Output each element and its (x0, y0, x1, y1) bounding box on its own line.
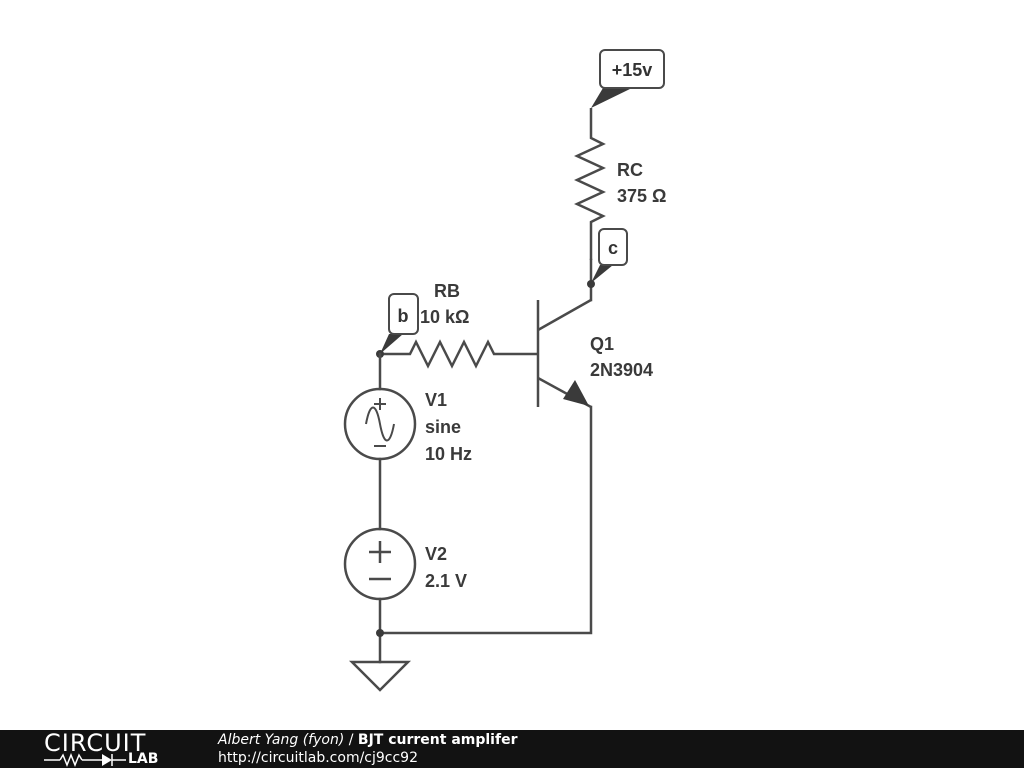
footer-separator: / (344, 732, 358, 748)
node-c-label: c (608, 238, 618, 258)
schematic-canvas: +15v RC 375 Ω c Q1 2N3904 RB 10 kΩ b (343, 49, 666, 692)
source-v1: V1 sine 10 Hz (343, 387, 472, 464)
ground-icon (348, 660, 412, 692)
circuit-url-link[interactable]: http://circuitlab.com/cj9cc92 (218, 750, 418, 766)
v2-value: 2.1 V (425, 571, 467, 591)
logo-resistor-diode-icon (44, 753, 126, 767)
rb-value: 10 kΩ (420, 307, 469, 327)
footer-bar: CIRCUIT LAB Albert Yang (fyon) / BJT cur… (0, 730, 1024, 768)
logo-circuit: CIRCUIT (44, 729, 147, 757)
resistor-rb: RB 10 kΩ (380, 281, 538, 369)
rc-name: RC (617, 160, 643, 180)
author-link[interactable]: Albert Yang (fyon) (218, 732, 345, 748)
junction-gnd (376, 629, 384, 637)
junction-c (587, 280, 595, 288)
node-b-tag: b (380, 293, 419, 354)
emitter-wire (378, 405, 593, 635)
circuit-title-link[interactable]: BJT current amplifer (357, 732, 518, 748)
supply-flag: +15v (591, 49, 665, 108)
rb-name: RB (434, 281, 460, 301)
q1-name: Q1 (590, 334, 614, 354)
v1-name: V1 (425, 390, 447, 410)
v2-name: V2 (425, 544, 447, 564)
v1-freq: 10 Hz (425, 444, 472, 464)
v1-type: sine (425, 417, 461, 437)
node-b-label: b (398, 306, 409, 326)
transistor-q1: Q1 2N3904 (536, 298, 653, 409)
logo-lab: LAB (128, 751, 159, 767)
source-v2: V2 2.1 V (343, 527, 467, 601)
q1-part: 2N3904 (590, 360, 653, 380)
footer-attribution: Albert Yang (fyon) / BJT current amplife… (218, 732, 517, 749)
node-c-tag: c (591, 228, 628, 283)
supply-label: +15v (612, 60, 653, 80)
resistor-rc: RC 375 Ω (574, 108, 666, 260)
rc-value: 375 Ω (617, 186, 666, 206)
